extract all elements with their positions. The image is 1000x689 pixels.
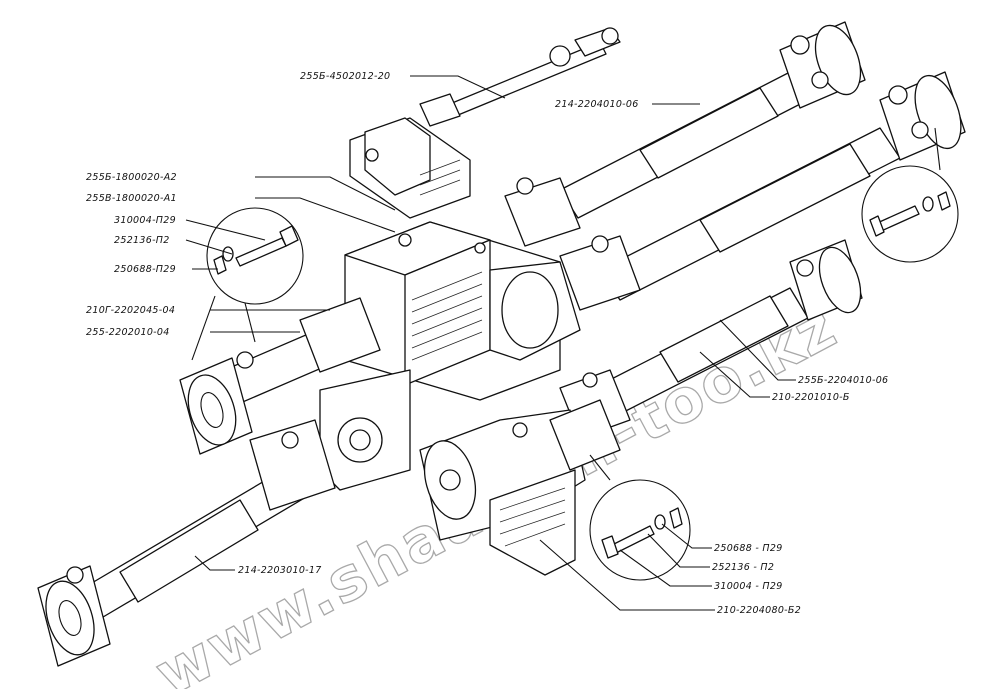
shaft-upper-right: [504, 21, 866, 247]
label-nut-lower: 250688 - П29: [714, 543, 783, 554]
label-shaft-left-short: 255-2202010-04: [86, 327, 170, 338]
label-washer-left: 252136-П2: [114, 235, 170, 246]
label-mount-a1: 255В-1800020-А1: [86, 193, 177, 204]
label-nut-left: 250688-П29: [114, 264, 176, 275]
label-intermediate-support: 210-2204080-Б2: [717, 605, 801, 616]
hardware-circle-right: [861, 127, 959, 263]
label-steering-shaft: 255Б-4502012-20: [300, 71, 390, 82]
intermediate-support: [419, 399, 621, 576]
shaft-lower-left: [37, 419, 336, 667]
shaft-middle-right: [559, 71, 966, 311]
lower-gearbox: [319, 369, 411, 491]
label-shaft-lower-right: 255Б-2204010-06: [798, 375, 888, 386]
label-mount-a2: 255Б-1800020-А2: [86, 172, 177, 183]
transfer-case: [344, 221, 581, 401]
label-washer-lower: 252136 - П2: [712, 562, 774, 573]
steering-shaft: [419, 27, 621, 127]
shaft-left-short: [179, 297, 381, 455]
label-bolt-left: 310004-П29: [114, 215, 176, 226]
hardware-circle-left: [191, 207, 304, 361]
label-gear-210g: 210Г-2202045-04: [86, 305, 175, 316]
label-bolt-lower: 310004 - П29: [714, 581, 783, 592]
hardware-circle-lower: [589, 454, 691, 581]
label-shaft-upper-right: 214-2204010-06: [555, 99, 639, 110]
leader-lines: [185, 75, 796, 611]
label-shaft-lower-left: 214-2203010-17: [238, 565, 322, 576]
transfer-pedestal: [349, 117, 471, 219]
label-shaft-210-b: 210-2201010-Б: [772, 392, 850, 403]
part-labels: 255Б-4502012-20 214-2204010-06 255Б-1800…: [86, 71, 888, 616]
